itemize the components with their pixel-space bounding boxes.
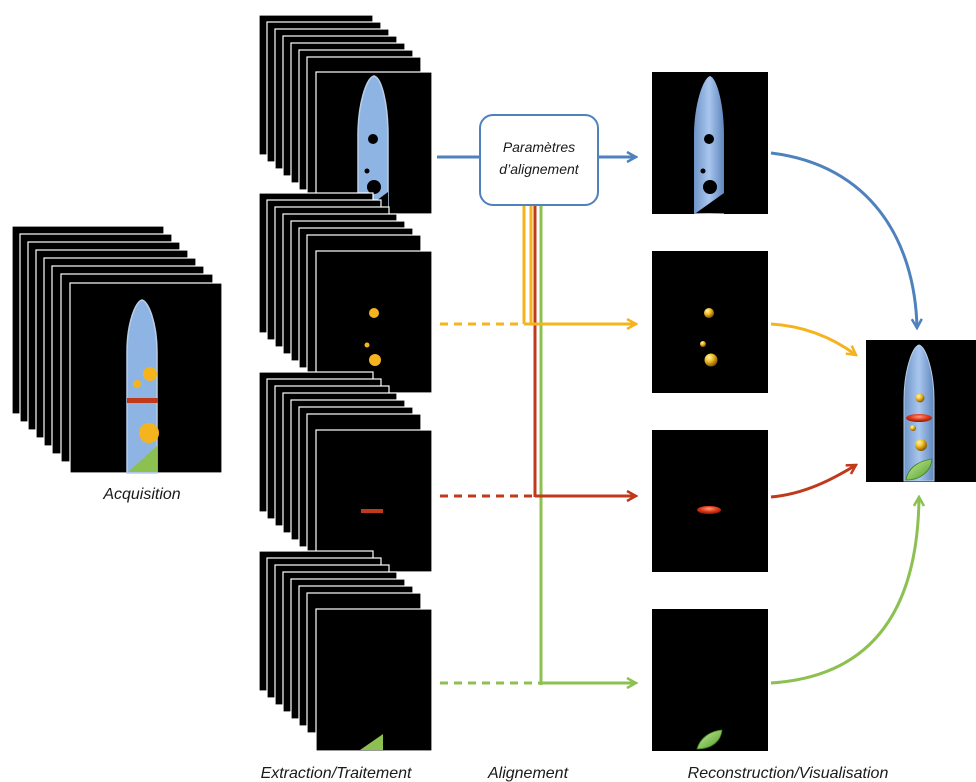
params-label-line1: Paramètres (503, 139, 575, 155)
red-merge-arrow (770, 465, 856, 499)
extraction-stack-particles (258, 192, 433, 394)
extraction-stack-tip (258, 550, 433, 752)
reconstruction-frame-tube (652, 72, 768, 214)
reconstruction-frame-particles (652, 251, 768, 393)
green-merge-arrow (770, 497, 919, 685)
reconstruction-frame-tip (652, 609, 768, 751)
extraction-stack-band (258, 371, 433, 573)
reconstruction-label: Reconstruction/Visualisation (688, 765, 889, 782)
alignment-label: Alignement (487, 765, 569, 782)
alignment-parameters-box: Paramètres d’alignement (479, 114, 599, 206)
acquisition-label: Acquisition (102, 486, 180, 503)
final-visualisation-frame (866, 340, 976, 482)
acquisition-frame-content (126, 299, 159, 474)
params-label-line2: d’alignement (499, 161, 579, 177)
acquisition-stack (11, 225, 223, 474)
orange-merge-arrow (770, 322, 856, 355)
alignment-connectors (522, 205, 543, 685)
blue-merge-arrow (770, 151, 917, 328)
extraction-stack-tube (258, 14, 433, 215)
reconstruction-frame-band (652, 430, 768, 572)
extraction-label: Extraction/Traitement (261, 765, 412, 782)
